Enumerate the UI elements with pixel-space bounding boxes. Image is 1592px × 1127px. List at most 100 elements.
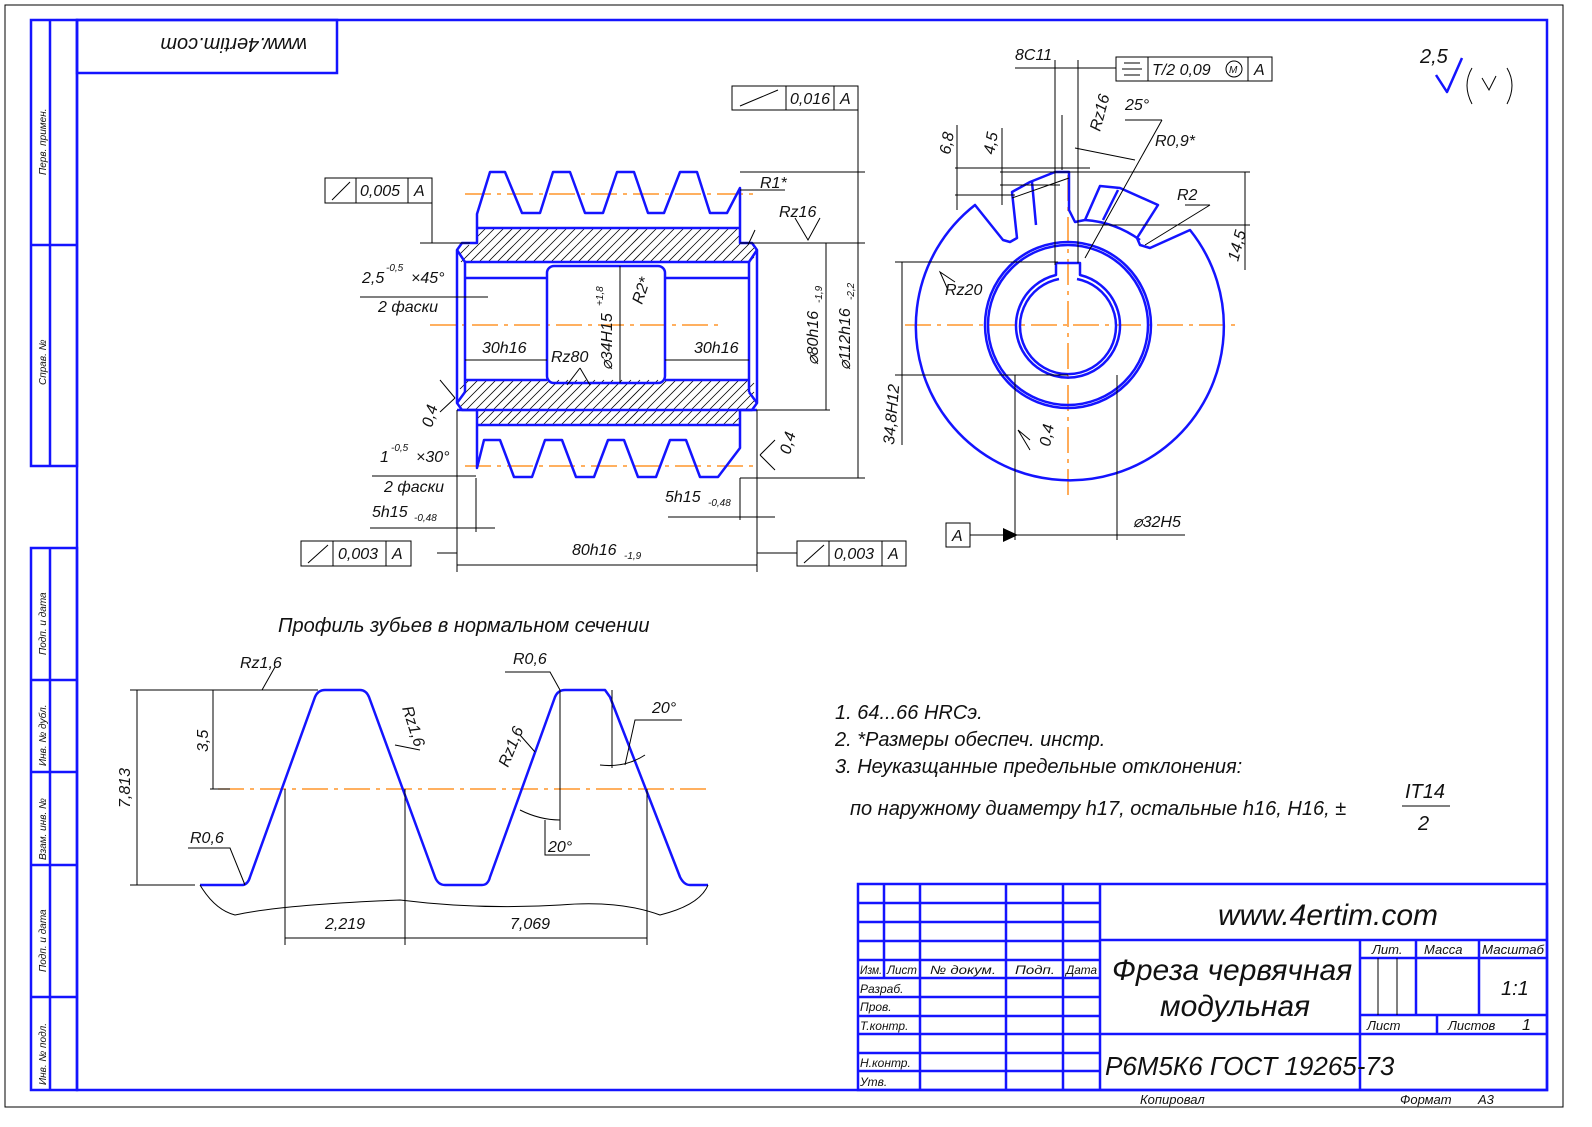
datum-triangle-icon [1003, 528, 1018, 542]
hatch-line [668, 409, 685, 426]
hub-ring-inner [986, 243, 1150, 407]
dim-h7813: 7,813 [117, 768, 134, 808]
hatch-line [654, 379, 686, 411]
side-label: Подп. и дата [38, 592, 49, 655]
dim-rz-flank2: Rz1,6 [496, 724, 527, 769]
hatch-line [627, 379, 659, 411]
hatch-line [591, 379, 623, 411]
hatch-line [720, 227, 739, 246]
hatch-line [744, 400, 755, 411]
hatch-line [564, 379, 596, 411]
hatch-line [486, 227, 505, 246]
tolerance-value: 0,016 [790, 91, 830, 108]
hatch-line [618, 379, 650, 411]
hatch-line [596, 409, 613, 426]
role-developer: Разраб. [860, 982, 903, 996]
dim-rough: 0,4 [1037, 423, 1058, 448]
dim-length: 80h16 [572, 542, 617, 559]
tolerance-datum: A [887, 546, 899, 563]
datum-box: A [945, 522, 971, 548]
dim-r09: R0,9* [1155, 133, 1196, 150]
dim-dia112-tol: -2,2 [846, 282, 857, 300]
dim-rough-right: 0,4 [777, 430, 799, 456]
tolerance-datum: A [413, 183, 425, 200]
hatch-line [537, 379, 569, 411]
dim-rz80: Rz80 [551, 349, 588, 366]
hatch-line [636, 379, 668, 411]
hatch-line [497, 409, 514, 426]
fraction-numerator: IT14 [1405, 781, 1445, 803]
profile-title: Профиль зубьев в нормальном сечении [278, 615, 649, 637]
hatch-line [514, 244, 533, 263]
runout-arrow-icon [331, 181, 351, 201]
dim-collar-left: 5h15 [372, 504, 408, 521]
dim-bore: ⌀34H15 +1,8 [595, 286, 616, 370]
header-sign: Подп. [1015, 963, 1055, 977]
hatch-line [708, 379, 740, 411]
note-2: 2. *Размеры обеспеч. инстр. [834, 729, 1105, 751]
hatch-line [676, 244, 695, 263]
hatch-line [684, 227, 703, 246]
hatch-line [605, 409, 622, 426]
roughness-value: 2,5 [1419, 46, 1449, 68]
dim-dia112: ⌀112h16 -2,2 [837, 282, 857, 370]
scale-value: 1:1 [1501, 978, 1529, 1000]
format-value: А3 [1477, 1092, 1495, 1107]
hatch-line [595, 244, 614, 263]
dim-r06-bottom: R0,6 [190, 830, 224, 847]
hatch-line [569, 409, 586, 426]
dim-bore-value: ⌀34H15 [599, 313, 616, 370]
datum-letter: A [951, 528, 963, 545]
hatch-line [474, 379, 506, 411]
side-view: A T/2 0,09 M A 8C11 Rz16 25° R0,9* 6,8 4… [881, 47, 1273, 548]
upper-teeth [475, 170, 742, 228]
hatch-line [612, 227, 631, 246]
hatch-line [577, 244, 596, 263]
hatch-line [459, 379, 488, 408]
dim-collar-right-tol: -0,48 [708, 498, 731, 509]
hatch-line [658, 244, 677, 263]
hatch-line [672, 379, 704, 411]
side-label: Инв. № подл. [38, 1023, 49, 1085]
hatch-line [702, 227, 721, 246]
hatch-line [675, 227, 694, 246]
dim-angle-right: 20° [651, 700, 677, 717]
dim-dia80: ⌀80h16 -1,9 [805, 285, 825, 365]
hatch-line [587, 409, 604, 426]
hatch-line [496, 244, 515, 263]
hatch-line [476, 227, 487, 238]
hatch-line [576, 227, 595, 246]
tolerance-value: 0,003 [338, 546, 378, 563]
runout-arrow-icon [803, 544, 825, 564]
dim-h35: 3,5 [195, 730, 212, 752]
dimension-lines [360, 110, 865, 572]
hatch-line [560, 409, 577, 426]
hatch-line [631, 244, 650, 263]
hatch-line [699, 379, 731, 411]
profile-dimension-lines [130, 666, 682, 945]
hatch-line [609, 379, 641, 411]
sheets-value: 1 [1522, 1017, 1531, 1034]
hatch-line [513, 227, 532, 246]
dim-bore: ⌀32H5 [1133, 514, 1181, 531]
side-strip-upper: Перв. примен. Справ. № [29, 18, 79, 468]
dim-r06-top: R0,6 [513, 651, 547, 668]
tolerance-frame-runout-left: 0,005 A [324, 177, 433, 204]
hatch-line [546, 379, 578, 411]
dim-angle: 25° [1124, 97, 1150, 114]
sheets-label: Листов [1447, 1018, 1496, 1033]
role-tech-control: Т.контр. [860, 1019, 908, 1033]
tolerance-datum: A [1253, 62, 1265, 79]
hatch-line [594, 227, 613, 246]
hatch-line [501, 379, 533, 411]
hatch-line [695, 409, 712, 426]
hatch-line [568, 244, 587, 263]
dim-dia80-value: ⌀80h16 [805, 311, 822, 365]
hatch-line [573, 379, 605, 411]
dim-bore-tol: +1,8 [595, 286, 606, 306]
dim-len-left: 30h16 [482, 340, 527, 357]
side-strip-lower: Подп. и дата Инв. № дубл. Взам. инв. № П… [29, 546, 79, 1092]
roughness-symbol: 2,5 [1419, 46, 1513, 105]
dim-rz16: Rz16 [1087, 92, 1113, 133]
runout-arrow-icon [307, 544, 329, 564]
